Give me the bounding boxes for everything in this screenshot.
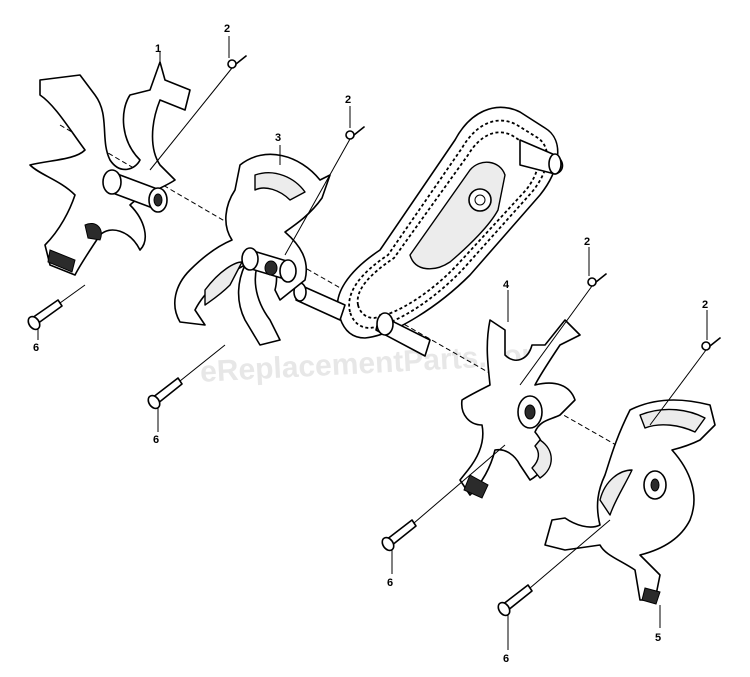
- callout-pin-a: 2: [224, 23, 230, 35]
- bolt-a: [27, 284, 86, 331]
- tine-1: [29, 61, 191, 276]
- pin-b: [284, 126, 365, 256]
- bolt-b: [147, 344, 226, 410]
- callout-bolt-b: 6: [153, 434, 159, 446]
- callout-tine-1: 1: [155, 43, 161, 55]
- callout-bolt-a: 6: [33, 342, 39, 354]
- callout-bolt-d: 6: [503, 653, 509, 665]
- callout-pin-d: 2: [702, 299, 708, 311]
- bolt-c: [381, 444, 506, 552]
- callout-bolt-c: 6: [387, 577, 393, 589]
- axle-centerlines: [59, 124, 661, 471]
- tine-5: [544, 399, 716, 605]
- chain-case-housing: [293, 106, 564, 357]
- pin-a: [149, 55, 247, 171]
- leader-lines: [37, 36, 708, 650]
- tine-4: [459, 319, 581, 499]
- callout-pin-b: 2: [345, 94, 351, 106]
- pin-d: [649, 337, 721, 426]
- callout-tine-3: 3: [275, 132, 281, 144]
- pin-c: [519, 273, 607, 386]
- callout-tine-5: 5: [655, 632, 661, 644]
- callout-tine-4: 4: [503, 279, 510, 291]
- tine-3: [174, 153, 331, 346]
- callout-pin-c: 2: [584, 236, 590, 248]
- bolt-d: [497, 519, 611, 617]
